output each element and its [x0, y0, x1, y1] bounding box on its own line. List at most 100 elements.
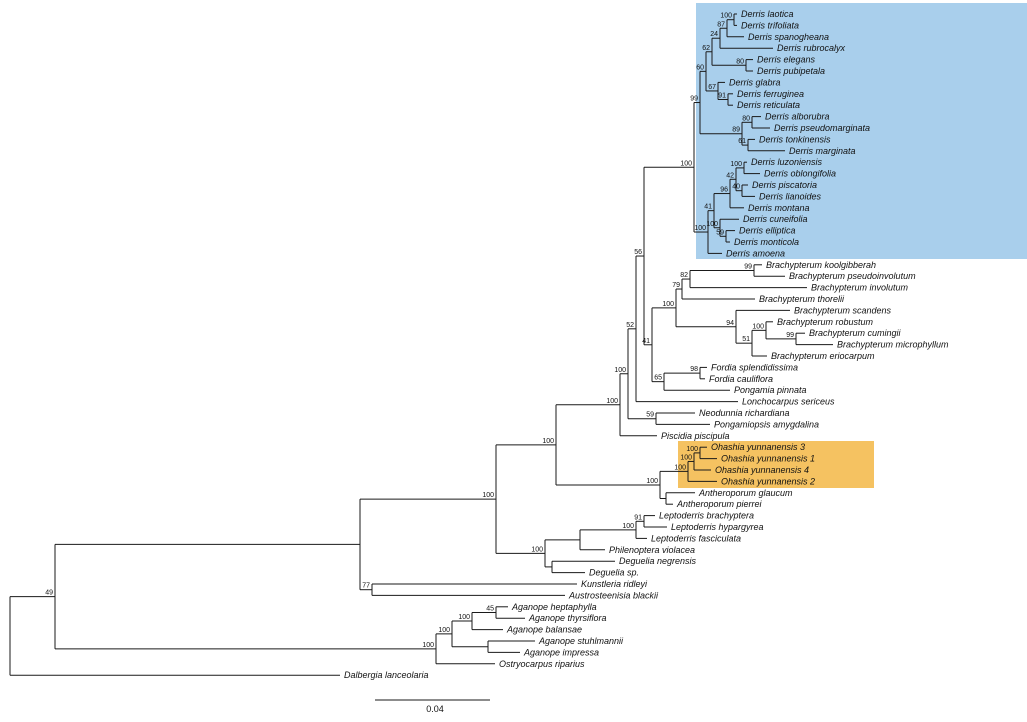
ohashia-clade-highlight: [678, 441, 874, 488]
taxon-label: Dalbergia lanceolaria: [344, 670, 429, 680]
taxon-label: Derris trifoliata: [741, 20, 799, 30]
support-value: 91: [634, 514, 642, 521]
taxon-label: Derris cuneifolia: [743, 214, 808, 224]
taxon-label: Derris glabra: [729, 77, 781, 87]
taxon-label: Neodunnia richardiana: [699, 408, 790, 418]
support-value: 100: [680, 454, 692, 461]
support-value: 100: [674, 464, 686, 471]
support-value: 41: [704, 204, 712, 211]
taxon-label: Brachypterum thorelii: [759, 294, 845, 304]
taxon-label: Pongamia pinnata: [734, 385, 807, 395]
support-value: 40: [732, 184, 740, 191]
taxon-label: Austrosteenisia blackii: [568, 590, 659, 600]
taxon-label: Philenoptera violacea: [609, 545, 695, 555]
taxon-label: Ostryocarpus riparius: [499, 659, 585, 669]
support-value: 24: [710, 31, 718, 38]
support-value: 96: [720, 187, 728, 194]
taxon-label: Derris pseudomarginata: [774, 123, 870, 133]
support-value: 100: [646, 478, 658, 485]
support-value: 80: [736, 58, 744, 65]
support-value: 99: [690, 96, 698, 103]
taxon-label: Deguelia negrensis: [619, 556, 697, 566]
taxon-label: Derris luzoniensis: [751, 157, 823, 167]
taxon-label: Derris spanogheana: [748, 32, 829, 42]
taxon-label: Ohashia yunnanensis 4: [715, 465, 809, 475]
support-value: 87: [717, 21, 725, 28]
support-value: 100: [438, 627, 450, 634]
support-value: 59: [646, 412, 654, 419]
taxon-label: Aganope impressa: [523, 647, 599, 657]
taxon-label: Derris alborubra: [765, 112, 830, 122]
taxon-label: Fordia cauliflora: [709, 374, 773, 384]
taxon-label: Deguelia sp.: [589, 568, 639, 578]
derris-clade-highlight: [696, 3, 1027, 259]
taxon-label: Leptoderris fasciculata: [651, 533, 741, 543]
support-value: 52: [626, 322, 634, 329]
support-value: 100: [662, 301, 674, 308]
taxon-label: Derris laotica: [741, 9, 794, 19]
taxon-label: Derris piscatoria: [752, 180, 817, 190]
taxon-label: Brachypterum scandens: [794, 305, 892, 315]
taxon-label: Brachypterum cumingii: [809, 328, 902, 338]
tree-branches: [9, 13, 833, 676]
taxon-label: Derris ferruginea: [737, 89, 804, 99]
taxon-label: Derris rubrocalyx: [777, 43, 846, 53]
scale-bar-label: 0.04: [426, 704, 444, 714]
taxon-label: Antheroporum pierrei: [676, 499, 763, 509]
support-value: 100: [720, 13, 732, 20]
support-value: 99: [786, 332, 794, 339]
support-value: 99: [744, 264, 752, 271]
taxon-label: Derris marginata: [789, 146, 856, 156]
taxon-label: Brachypterum pseudoinvolutum: [789, 271, 916, 281]
support-value: 80: [742, 115, 750, 122]
taxon-label: Kunstleria ridleyi: [581, 579, 648, 589]
support-value: 100: [694, 225, 706, 232]
support-value: 65: [654, 375, 662, 382]
support-value: 100: [606, 398, 618, 405]
support-value: 45: [486, 606, 494, 613]
support-value: 49: [45, 590, 53, 597]
support-value: 94: [726, 320, 734, 327]
taxon-label: Brachypterum microphyllum: [837, 340, 949, 350]
support-value: 41: [642, 338, 650, 345]
taxon-label: Brachypterum robustum: [777, 317, 874, 327]
support-value: 100: [752, 323, 764, 330]
taxon-label: Aganope thyrsiflora: [528, 613, 607, 623]
taxon-label: Derris amoena: [726, 248, 785, 258]
support-value: 100: [730, 161, 742, 168]
taxon-label: Piscidia piscipula: [661, 431, 730, 441]
taxon-label: Brachypterum eriocarpum: [771, 351, 875, 361]
taxon-label: Brachypterum involutum: [811, 283, 909, 293]
taxon-label: Derris montana: [748, 203, 810, 213]
taxon-label: Antheroporum glaucum: [698, 488, 793, 498]
support-value: 100: [680, 160, 692, 167]
support-value: 82: [680, 272, 688, 279]
taxon-label: Fordia splendidissima: [711, 362, 798, 372]
taxon-label: Derris monticola: [734, 237, 799, 247]
support-value: 100: [531, 546, 543, 553]
support-value: 67: [708, 84, 716, 91]
support-value: 91: [718, 93, 726, 100]
taxon-label: Aganope balansae: [506, 625, 582, 635]
support-value: 100: [542, 438, 554, 445]
support-value: 51: [742, 336, 750, 343]
support-values: 1008724806291676080618999100404296591004…: [45, 13, 794, 649]
support-value: 100: [458, 614, 470, 621]
support-value: 59: [716, 229, 724, 236]
taxon-label: Ohashia yunnanensis 2: [721, 476, 815, 486]
support-value: 79: [672, 282, 680, 289]
support-value: 89: [732, 127, 740, 134]
support-value: 42: [726, 172, 734, 179]
taxon-label: Lonchocarpus sericeus: [742, 397, 835, 407]
support-value: 100: [482, 492, 494, 499]
taxon-label: Ohashia yunnanensis 3: [711, 442, 805, 452]
taxon-label: Ohashia yunnanensis 1: [721, 454, 815, 464]
support-value: 98: [690, 366, 698, 373]
taxon-label: Leptoderris brachyptera: [659, 511, 754, 521]
support-value: 100: [686, 446, 698, 453]
taxon-label: Derris elliptica: [739, 226, 796, 236]
support-value: 100: [622, 523, 634, 530]
